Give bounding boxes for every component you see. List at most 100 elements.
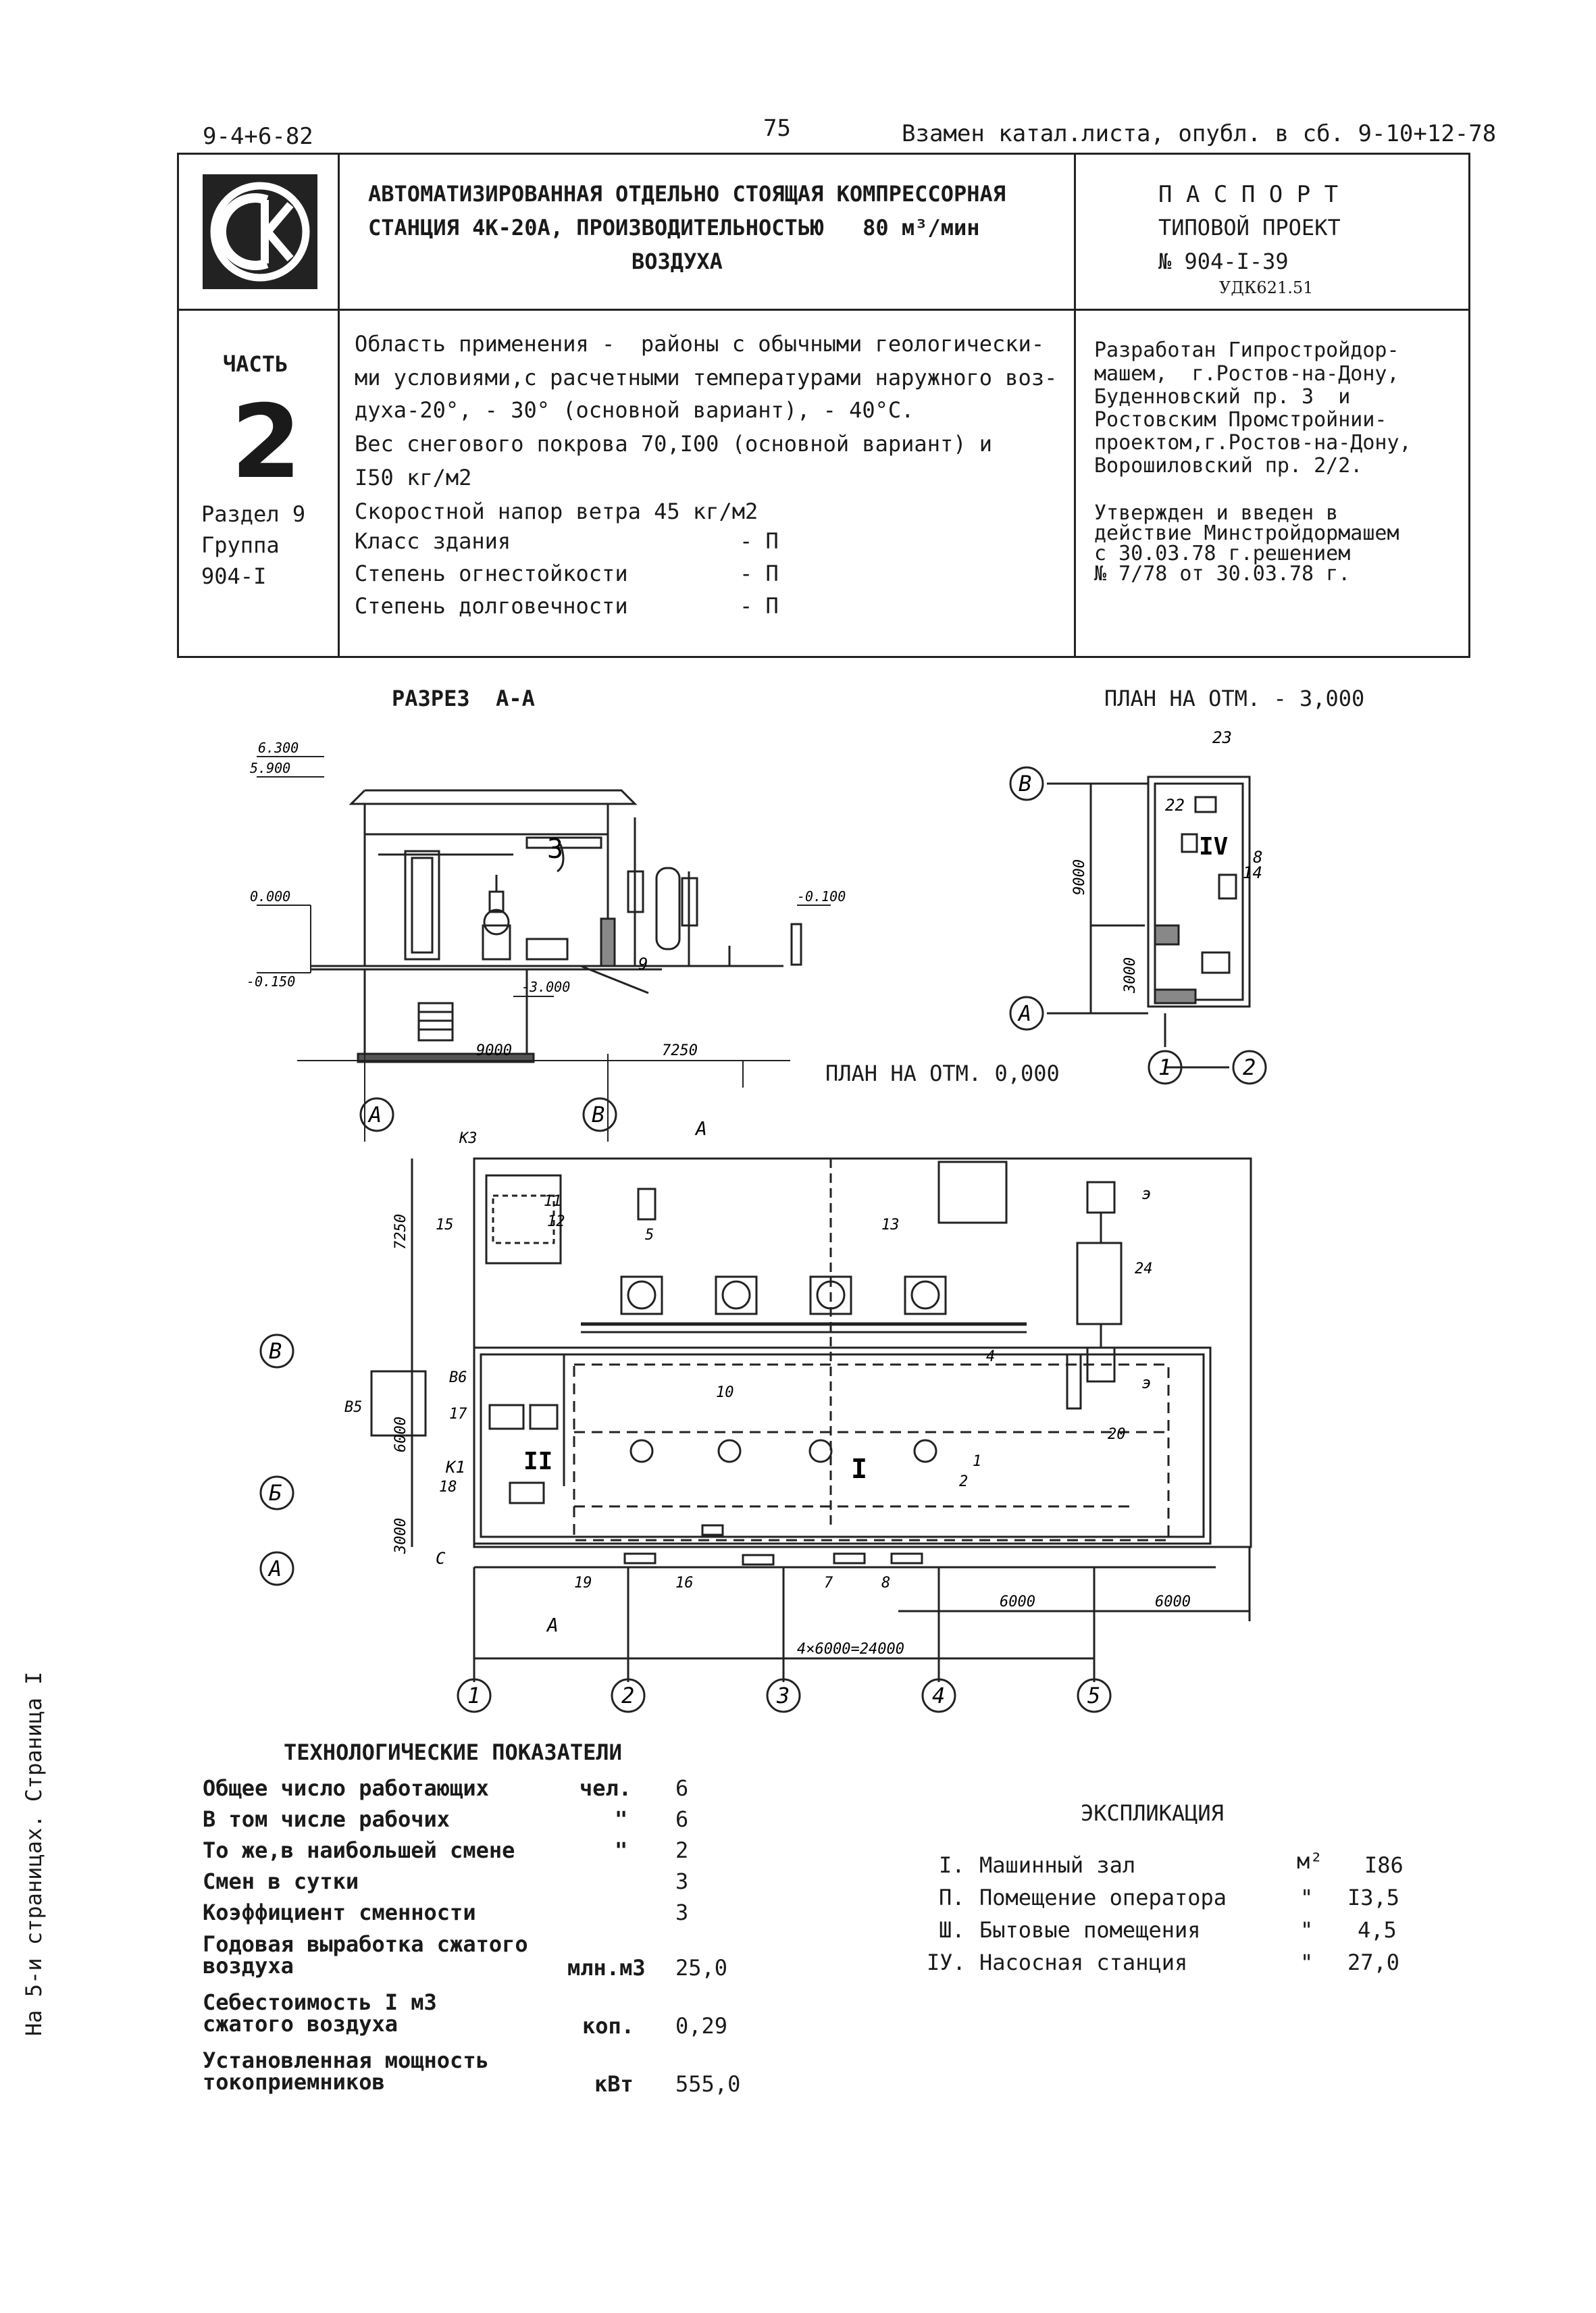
dim-4x6000-label: 4×6000=24000 (797, 1641, 904, 1658)
plan-label-21: 20 (1108, 1426, 1126, 1443)
mark-b6: В6 (449, 1369, 467, 1386)
explication-unit: м² (1297, 1848, 1323, 1874)
dim-6000-vertical: 6000 (392, 1417, 409, 1452)
label-15: 14 (1243, 863, 1262, 882)
project-type: ТИПОВОЙ ПРОЕКТ (1158, 215, 1341, 240)
plan-label-24: 24 (1135, 1261, 1153, 1277)
plan-label-20: 19 (574, 1575, 592, 1592)
explication-label: Машинный зал (979, 1852, 1136, 1878)
title-line-3: ВОЗДУХА (632, 249, 723, 274)
tech-row-unit: чел. (580, 1775, 632, 1801)
tech-row-value: 25,0 (675, 1955, 728, 1981)
axis-a-circle-label: А (267, 1556, 282, 1581)
durability-label: Степень долговечности (355, 593, 628, 619)
axis-1-circle-label: 1 (467, 1683, 480, 1708)
axis-4-circle-label: 4 (932, 1683, 945, 1708)
tech-row-unit: " (615, 1806, 628, 1832)
building-class-value: - П (740, 528, 779, 554)
durability-value: - П (740, 593, 779, 619)
side-note: На 5-и страницах. Страница I (21, 1671, 47, 2036)
fire-resistance-value: - П (740, 561, 779, 586)
tech-row-unit: млн.м3 (567, 1955, 646, 1981)
tech-row-value: 3 (675, 1869, 689, 1894)
tech-row-label: Коэффициент сменности (203, 1900, 476, 1925)
elevation-m3000-label: -3.000 (521, 979, 570, 995)
dim-9000-label: 9000 (476, 1042, 512, 1059)
tech-row-value: 6 (675, 1806, 689, 1832)
plan-0000-title: ПЛАН НА ОТМ. 0,000 (825, 1061, 1060, 1086)
plan-label-12: 11 (544, 1193, 562, 1210)
explication-value: 4,5 (1358, 1917, 1397, 1943)
plan-label-11: 10 (716, 1384, 734, 1401)
scope-line-5: I50 кг/м2 (355, 465, 472, 490)
axis-b-circle-label: Б (269, 1480, 282, 1506)
dim-7250-vertical: 7250 (392, 1214, 409, 1250)
plan-label-13: 12 (547, 1213, 565, 1230)
scope-line-1: Область применения - районы с обычными г… (355, 331, 1045, 357)
explication-value: I86 (1364, 1852, 1404, 1878)
scope-line-2: ми условиями,с расчетными температурами … (355, 365, 1058, 390)
group-number: 904-I (201, 563, 267, 589)
dim-7250-label: 7250 (662, 1042, 698, 1059)
axis-v-circle-label: В (269, 1338, 282, 1364)
fire-resistance-label: Степень огнестойкости (355, 561, 628, 586)
plan-label-2: 2 (959, 1473, 968, 1490)
tech-row-value: 555,0 (675, 2071, 741, 2097)
axis-3-circle-label: 3 (776, 1683, 790, 1708)
plan-label-16: 15 (436, 1217, 454, 1234)
axis-a-label: А (367, 1102, 382, 1127)
explication-label: Помещение оператора (979, 1885, 1227, 1910)
elevation-0000-label: 0.000 (250, 888, 290, 905)
plan-minus-3000-drawing: В А 1 2 9000 3000 IV 22 23 14 8 (1009, 730, 1267, 1085)
building-class-label: Класс здания (355, 528, 511, 554)
developer-line-1: Разработан Гипростройдор- (1094, 338, 1399, 362)
plan-label-18: 17 (449, 1406, 467, 1423)
tech-row-unit: кВт (594, 2071, 634, 2097)
plan-axis-a-label: А (1017, 1000, 1031, 1026)
label-9: 8 (1253, 848, 1262, 867)
dim-6000-a-label: 6000 (1000, 1594, 1035, 1610)
tech-row-value: 0,29 (675, 2013, 728, 2039)
tech-row-unit: " (615, 1837, 628, 1863)
developer-line-5: проектом,г.Ростов-на-Дону, (1094, 431, 1412, 455)
passport-label: П А С П О Р Т (1158, 181, 1339, 208)
tech-row-value: 6 (675, 1775, 689, 1801)
explication-num: IУ. (927, 1950, 966, 1975)
explication-num: I. (939, 1852, 965, 1878)
approval-line-4: № 7/78 от 30.03.78 г. (1094, 562, 1351, 586)
tech-row-value: 3 (675, 1900, 689, 1925)
developer-line-6: Ворошиловский пр. 2/2. (1094, 454, 1363, 478)
plan-label-8: 8 (881, 1575, 890, 1592)
explication-num: П. (939, 1885, 965, 1910)
tech-row-label: Себестоимость I м3 сжатого воздуха (203, 1989, 437, 2037)
plan-dim-3000: 3000 (1122, 957, 1139, 994)
elevation-m0150-label: -0.150 (247, 973, 295, 990)
section-label: Раздел 9 (201, 501, 306, 527)
tech-row-label: Смен в сутки (203, 1869, 359, 1894)
section-mark-a-bottom: А (546, 1614, 559, 1636)
plan-axis-1-label: 1 (1158, 1054, 1171, 1080)
explication-unit: " (1300, 1885, 1314, 1910)
section-aa-title: РАЗРЕЗ А-А (392, 686, 535, 711)
explication-num: Ш. (939, 1917, 965, 1943)
tech-row-label: Установленная мощность токоприемников (203, 2048, 489, 2095)
title-line-2: СТАНЦИЯ 4К-20А, ПРОИЗВОДИТЕЛЬНОСТЬЮ 80 м… (368, 215, 980, 240)
tech-row-label: Годовая выработка сжатого воздуха (203, 1931, 528, 1979)
explication-unit: " (1300, 1917, 1314, 1943)
plan-label-14: 13 (881, 1217, 900, 1234)
plan-axis-2-label: 2 (1243, 1054, 1256, 1080)
mark-e-bottom: э (1141, 1373, 1151, 1392)
title-line-1: АВТОМАТИЗИРОВАННАЯ ОТДЕЛЬНО СТОЯЩАЯ КОМП… (368, 181, 1006, 207)
logo-icon (203, 174, 317, 289)
plan-dim-9000: 9000 (1071, 859, 1088, 895)
plan-label-4: 4 (986, 1348, 995, 1365)
explication-value: I3,5 (1347, 1885, 1400, 1910)
label-23: 23 (1212, 730, 1232, 747)
developer-line-2: машем, г.Ростов-на-Дону, (1094, 362, 1399, 386)
tech-row-value: 2 (675, 1837, 689, 1863)
mark-e-top: э (1141, 1184, 1151, 1203)
part-number: 2 (231, 384, 302, 501)
approval-line-1: Утвержден и введен в (1094, 501, 1339, 525)
scope-line-6: Скоростной напор ветра 45 кг/м2 (355, 499, 758, 524)
developer-line-4: Ростовским Промстройнии- (1094, 408, 1387, 432)
